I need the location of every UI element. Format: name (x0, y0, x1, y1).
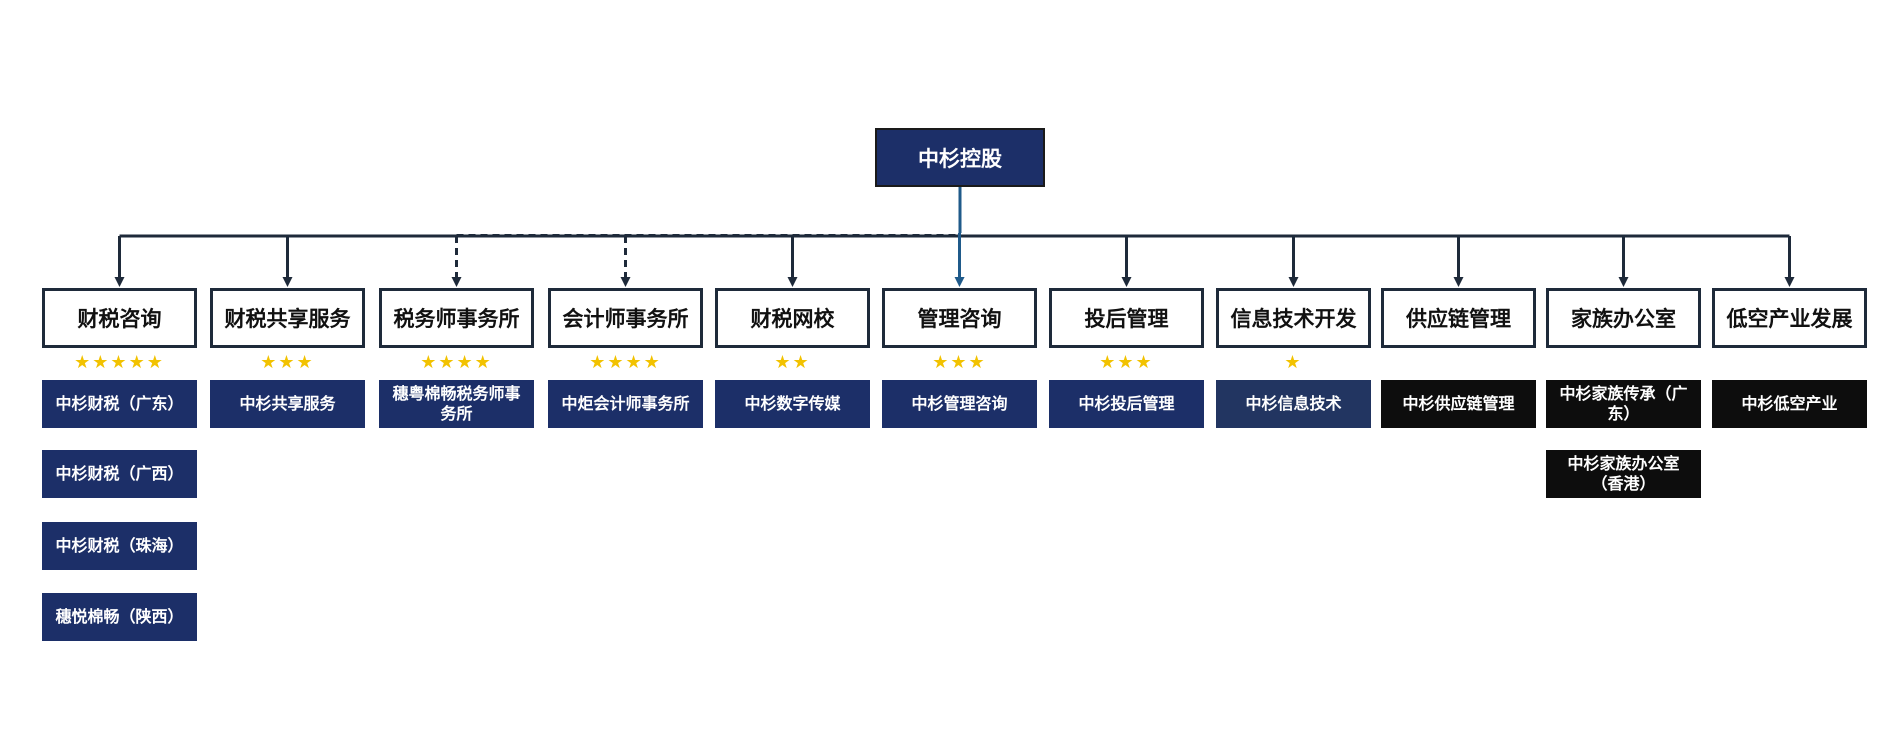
dept-5-sub-company-1: 中杉数字传媒 (715, 380, 870, 428)
dept-4-label: 会计师事务所 (562, 307, 689, 331)
dept-1-star-rating: ★★★★★ (74, 351, 165, 373)
dept-1-sub-company-1-label: 中杉财税（广东） (55, 394, 184, 413)
dept-6-sub-company-1: 中杉管理咨询 (882, 380, 1037, 428)
dept-9-label: 供应链管理 (1406, 307, 1511, 331)
dept-4-star-rating: ★★★★ (589, 351, 662, 373)
dept-8-label: 信息技术开发 (1230, 307, 1357, 331)
dept-3-star-rating: ★★★★ (420, 351, 493, 373)
dept-10-sub-company-1-label: 中杉家族传承（广东） (1559, 384, 1688, 423)
dept-1-box: 财税咨询 (42, 288, 197, 348)
dept-3-sub-company-1-label: 穗粤棉畅税务师事务所 (392, 384, 521, 423)
dept-2-star-rating: ★★★ (260, 351, 315, 373)
dept-1-sub-company-2-label: 中杉财税（广西） (55, 464, 184, 483)
dept-11-box: 低空产业发展 (1712, 288, 1867, 348)
dept-5-box: 财税网校 (715, 288, 870, 348)
dept-10-label: 家族办公室 (1571, 307, 1676, 331)
dept-9-box: 供应链管理 (1381, 288, 1536, 348)
dept-10-sub-company-2-label: 中杉家族办公室（香港） (1567, 454, 1680, 493)
dept-4-sub-company-1-label: 中炬会计师事务所 (561, 394, 690, 413)
dept-1-sub-company-4: 穗悦棉畅（陕西） (42, 593, 197, 641)
dept-1-sub-company-2: 中杉财税（广西） (42, 450, 197, 498)
dept-11-sub-company-1: 中杉低空产业 (1712, 380, 1867, 428)
dept-4-box: 会计师事务所 (548, 288, 703, 348)
dept-9-sub-company-1-label: 中杉供应链管理 (1402, 394, 1515, 413)
dept-7-star-rating: ★★★ (1099, 351, 1154, 373)
dept-10-box: 家族办公室 (1546, 288, 1701, 348)
dept-6-connector-arrow (954, 186, 965, 287)
dept-7-box: 投后管理 (1049, 288, 1204, 348)
dept-8-sub-company-1: 中杉信息技术 (1216, 380, 1371, 428)
dept-3-box: 税务师事务所 (379, 288, 534, 348)
dept-10-sub-company-2: 中杉家族办公室（香港） (1546, 450, 1701, 498)
dept-3-label: 税务师事务所 (393, 307, 520, 331)
dept-6-star-rating: ★★★ (932, 351, 987, 373)
dept-10-sub-company-1: 中杉家族传承（广东） (1546, 380, 1701, 428)
dept-1-label: 财税咨询 (77, 307, 162, 331)
root-node: 中杉控股 (875, 128, 1045, 187)
dept-5-sub-company-1-label: 中杉数字传媒 (744, 394, 841, 413)
dept-3-sub-company-1: 穗粤棉畅税务师事务所 (379, 380, 534, 428)
dept-8-sub-company-1-label: 中杉信息技术 (1245, 394, 1342, 413)
dept-6-sub-company-1-label: 中杉管理咨询 (911, 394, 1008, 413)
dept-2-sub-company-1: 中杉共享服务 (210, 380, 365, 428)
dept-7-sub-company-1-label: 中杉投后管理 (1078, 394, 1175, 413)
dept-7-label: 投后管理 (1084, 307, 1169, 331)
root-label: 中杉控股 (918, 146, 1002, 171)
dept-2-sub-company-1-label: 中杉共享服务 (239, 394, 336, 413)
dept-1-sub-company-1: 中杉财税（广东） (42, 380, 197, 428)
dept-7-sub-company-1: 中杉投后管理 (1049, 380, 1204, 428)
dept-5-star-rating: ★★ (774, 351, 811, 373)
dept-8-box: 信息技术开发 (1216, 288, 1371, 348)
dept-1-sub-company-3: 中杉财税（珠海） (42, 522, 197, 570)
dept-9-sub-company-1: 中杉供应链管理 (1381, 380, 1536, 428)
dept-6-label: 管理咨询 (917, 307, 1002, 331)
dept-6-box: 管理咨询 (882, 288, 1037, 348)
dept-11-label: 低空产业发展 (1726, 307, 1853, 331)
dept-11-sub-company-1-label: 中杉低空产业 (1741, 394, 1838, 413)
dept-5-label: 财税网校 (750, 307, 835, 331)
dept-2-label: 财税共享服务 (224, 307, 351, 331)
dept-4-sub-company-1: 中炬会计师事务所 (548, 380, 703, 428)
dept-2-box: 财税共享服务 (210, 288, 365, 348)
dept-1-sub-company-4-label: 穗悦棉畅（陕西） (55, 607, 184, 626)
dept-1-sub-company-3-label: 中杉财税（珠海） (55, 536, 184, 555)
dept-8-star-rating: ★ (1284, 351, 1303, 373)
